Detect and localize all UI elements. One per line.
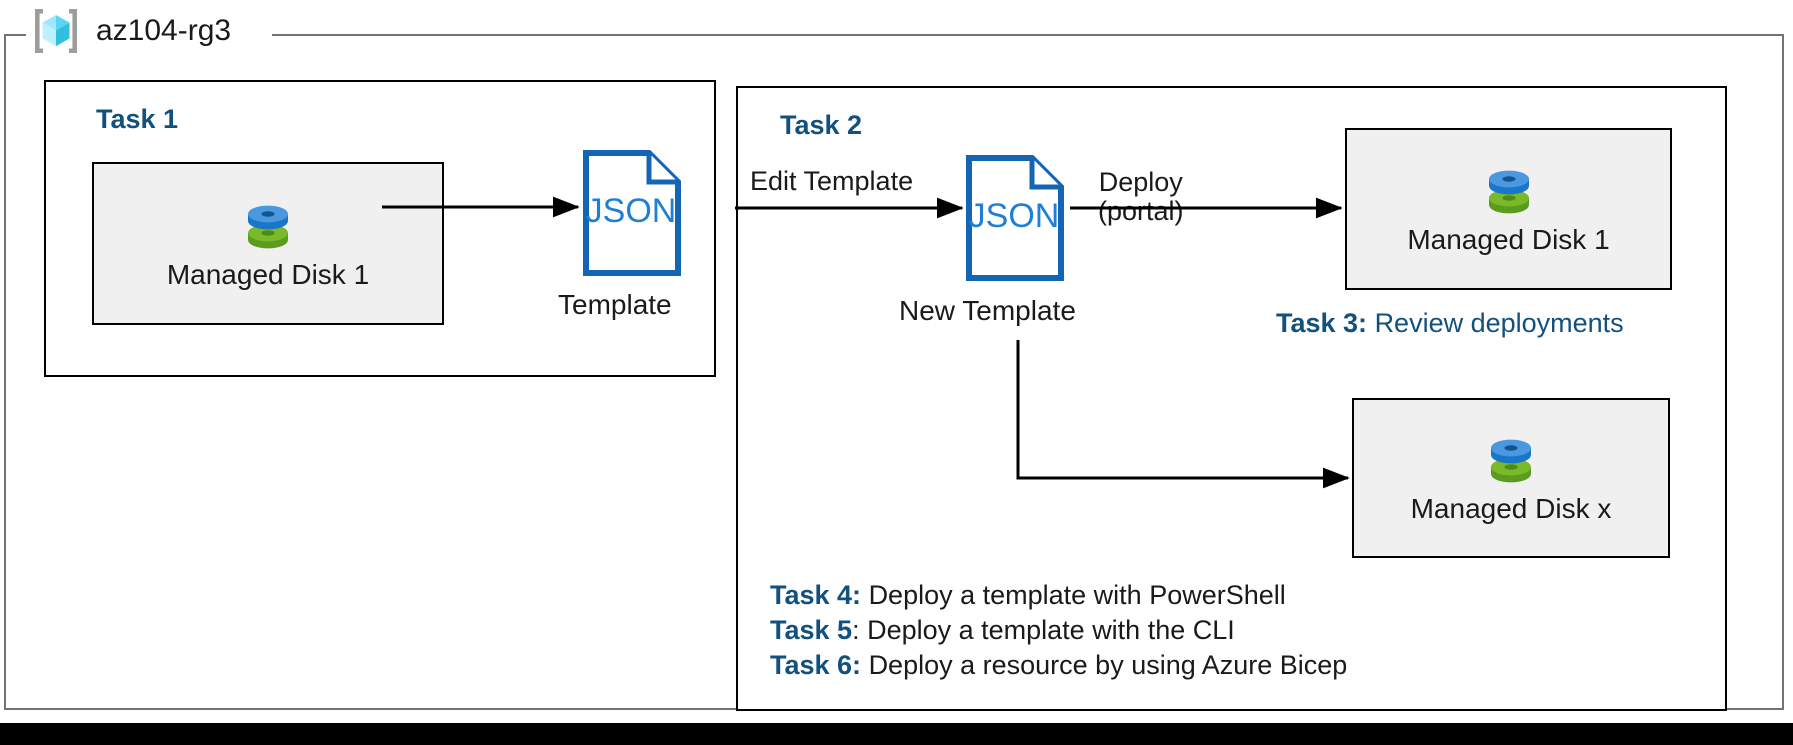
deploy-edge-label-bottom: (portal) bbox=[1098, 196, 1184, 227]
task5-key: Task 5 bbox=[770, 615, 853, 646]
task2-heading: Task 2 bbox=[780, 110, 863, 140]
task3-caption: Task 3: Review deployments bbox=[1276, 308, 1624, 339]
task2-json-document-icon: JSON bbox=[966, 155, 1064, 281]
resource-group-name: az104-rg3 bbox=[96, 14, 232, 47]
deploy-edge-label-top: Deploy bbox=[1098, 167, 1183, 197]
task2-scaled-disk-label: Managed Disk x bbox=[1410, 493, 1612, 524]
task1-json-document-icon: JSON bbox=[583, 150, 681, 276]
task2-json-doc-text: JSON bbox=[969, 197, 1060, 235]
task2-deployed-disk-card: Managed Disk 1 bbox=[1345, 128, 1672, 290]
task1-managed-disk-card: Managed Disk 1 bbox=[92, 162, 444, 325]
task1-managed-disk-label: Managed Disk 1 bbox=[166, 258, 370, 290]
managed-disk-icon bbox=[239, 197, 297, 255]
bottom-band bbox=[0, 723, 1793, 745]
task-list: Task 4: Deploy a template with PowerShel… bbox=[770, 578, 1347, 683]
edit-template-edge-label: Edit Template bbox=[750, 166, 914, 196]
task-list-item: Task 6: Deploy a resource by using Azure… bbox=[770, 648, 1347, 683]
task2-scaled-disk-card: Managed Disk x bbox=[1352, 398, 1670, 558]
managed-disk-icon bbox=[1482, 431, 1540, 489]
task1-json-doc-text: JSON bbox=[586, 192, 677, 230]
task4-key: Task 4: bbox=[770, 580, 862, 610]
task1-template-caption: Template bbox=[558, 289, 672, 320]
resource-group-header: az104-rg3 bbox=[30, 2, 231, 60]
task4-description: Deploy a template with PowerShell bbox=[868, 580, 1286, 610]
task-list-item: Task 4: Deploy a template with PowerShel… bbox=[770, 578, 1347, 613]
task3-description: Review deployments bbox=[1374, 308, 1624, 338]
task2-new-template-caption: New Template bbox=[899, 295, 1076, 326]
task1-heading: Task 1 bbox=[96, 104, 179, 134]
deploy-edge-label: Deploy (portal) bbox=[1098, 167, 1184, 227]
task5-description: : Deploy a template with the CLI bbox=[852, 615, 1235, 646]
managed-disk-icon bbox=[1480, 162, 1538, 220]
task6-description: Deploy a resource by using Azure Bicep bbox=[868, 650, 1348, 681]
resource-group-cube-icon bbox=[30, 5, 82, 57]
task6-key: Task 6: bbox=[770, 650, 862, 681]
task-list-item: Task 5: Deploy a template with the CLI bbox=[770, 613, 1347, 648]
task3-key: Task 3: bbox=[1276, 308, 1368, 338]
task2-deployed-disk-label: Managed Disk 1 bbox=[1407, 224, 1610, 255]
